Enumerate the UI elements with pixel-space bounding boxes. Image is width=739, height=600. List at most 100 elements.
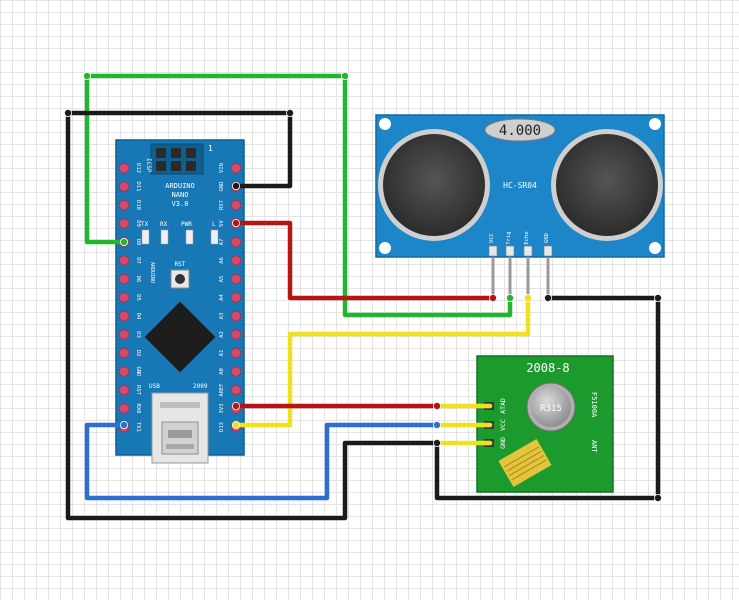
sensor-crystal — [484, 118, 556, 142]
rf-title: 2008-8 — [526, 361, 569, 375]
sensor-pin-leg[interactable] — [491, 257, 495, 295]
sensor-pin-socket — [543, 245, 553, 257]
sensor-pin-label: VCC — [489, 233, 495, 243]
wire-endpoint — [120, 237, 129, 246]
nano-pin-label: GND — [219, 182, 225, 192]
nano-pin-label: D7 — [135, 257, 141, 264]
nano-pin[interactable] — [118, 199, 130, 211]
nano-pin[interactable] — [118, 181, 130, 192]
nano-pin[interactable] — [230, 384, 242, 396]
rf-crystal — [531, 387, 571, 427]
nano-pin[interactable] — [118, 403, 130, 414]
nano-pin[interactable] — [230, 162, 242, 174]
wire-endpoint — [83, 72, 92, 81]
wire-endpoint — [544, 293, 553, 302]
transducer-right — [556, 134, 658, 236]
led-rx-label: RX — [160, 221, 168, 228]
nano-pin[interactable] — [230, 199, 242, 211]
wire-endpoint — [654, 493, 663, 502]
nano-pin[interactable] — [230, 255, 242, 266]
rf-antenna-coil — [498, 439, 552, 487]
mount-hole — [649, 242, 661, 254]
nano-pin[interactable] — [230, 366, 242, 377]
wire-endpoint — [505, 293, 514, 302]
sensor-pin-socket — [523, 245, 533, 257]
nano-pin[interactable] — [118, 162, 130, 174]
wire-endpoint — [231, 420, 240, 429]
sensor-pin-socket — [505, 245, 515, 257]
nano-pin-label: A2 — [219, 331, 225, 338]
nano-pin[interactable] — [118, 273, 130, 285]
nano-pin-label: GND — [135, 367, 141, 377]
sensor-crystal-label: 4.000 — [499, 123, 541, 139]
wire-endpoint — [432, 401, 441, 410]
wire-endpoint — [285, 109, 294, 118]
wire-yellow-trig-to-data — [233, 295, 531, 428]
nano-pin-label: RX0 — [135, 404, 141, 414]
nano-pin-label: D13 — [219, 422, 225, 432]
nano-pin[interactable] — [230, 236, 242, 248]
sensor-pin-label: Trig — [506, 231, 512, 244]
wire-endpoint — [432, 438, 441, 447]
nano-pin[interactable] — [230, 347, 242, 359]
wire-endpoint — [340, 72, 349, 81]
nano-pin-label: A5 — [219, 276, 225, 283]
nano-pin-label: A0 — [219, 368, 225, 375]
wire-endpoint — [120, 420, 129, 429]
nano-pin-label: VIN — [219, 163, 225, 173]
sensor-pin-leg[interactable] — [526, 257, 530, 295]
nano-pin-label: A6 — [219, 257, 225, 264]
nano-title-2: NANO — [172, 191, 189, 199]
nano-pin-label: A3 — [219, 313, 225, 320]
nano-title-3: V3.0 — [172, 200, 189, 208]
wire-black-gnd-loop — [65, 110, 661, 521]
nano-pin-label: D9 — [135, 220, 141, 227]
nano-pin[interactable] — [118, 366, 130, 377]
wire-endpoints — [64, 72, 663, 502]
nano-pin[interactable] — [118, 329, 130, 340]
nano-pin[interactable] — [118, 384, 130, 396]
led-tx-label: TX — [141, 221, 149, 228]
nano-pin-label: TX1 — [135, 422, 141, 432]
nano-pin[interactable] — [118, 255, 130, 266]
transducer-left — [383, 134, 485, 236]
rf-ant-label: ANT — [590, 440, 598, 453]
nano-pin-label: D11 — [135, 182, 141, 192]
nano-pin-label: RST — [135, 385, 141, 396]
rf-pin-label: ATAD — [499, 398, 507, 414]
nano-pin-label: A1 — [219, 350, 225, 357]
nano-pin[interactable] — [118, 292, 130, 303]
wire-endpoint — [524, 293, 533, 302]
wire-red-5v-to-vcc — [233, 220, 496, 301]
nano-pin[interactable] — [118, 347, 130, 359]
nano-leds — [141, 229, 219, 245]
wire-blue-d13-to-rf — [84, 422, 440, 501]
nano-pin[interactable] — [118, 310, 130, 322]
wire-endpoint — [64, 109, 73, 118]
nano-pin[interactable] — [230, 329, 242, 340]
sensor-pin-leg[interactable] — [508, 257, 512, 295]
sensor-pin-socket — [488, 245, 498, 257]
nano-pin[interactable] — [230, 292, 242, 303]
nano-pin[interactable] — [230, 273, 242, 285]
nano-pin-label: D6 — [135, 276, 141, 283]
nano-pin[interactable] — [118, 218, 130, 229]
nano-pin-label: D3 — [135, 331, 141, 338]
nano-pin-label: RST — [219, 199, 225, 210]
rf-pin-label: VCC — [499, 419, 507, 431]
nano-pin[interactable] — [230, 310, 242, 322]
wire-endpoint — [654, 293, 663, 302]
nano-pin-label: 3V3 — [219, 404, 225, 414]
usb-label: USB — [149, 383, 160, 390]
sensor-pin-label: GND — [544, 233, 550, 243]
rst-label: RST — [175, 261, 186, 268]
sensor-pin-leg[interactable] — [546, 257, 550, 295]
wire-endpoint — [432, 420, 441, 429]
nano-title-1: ARDUINO — [165, 182, 195, 190]
rf-crystal-label: R315 — [540, 404, 562, 414]
wire-endpoint — [231, 218, 240, 227]
